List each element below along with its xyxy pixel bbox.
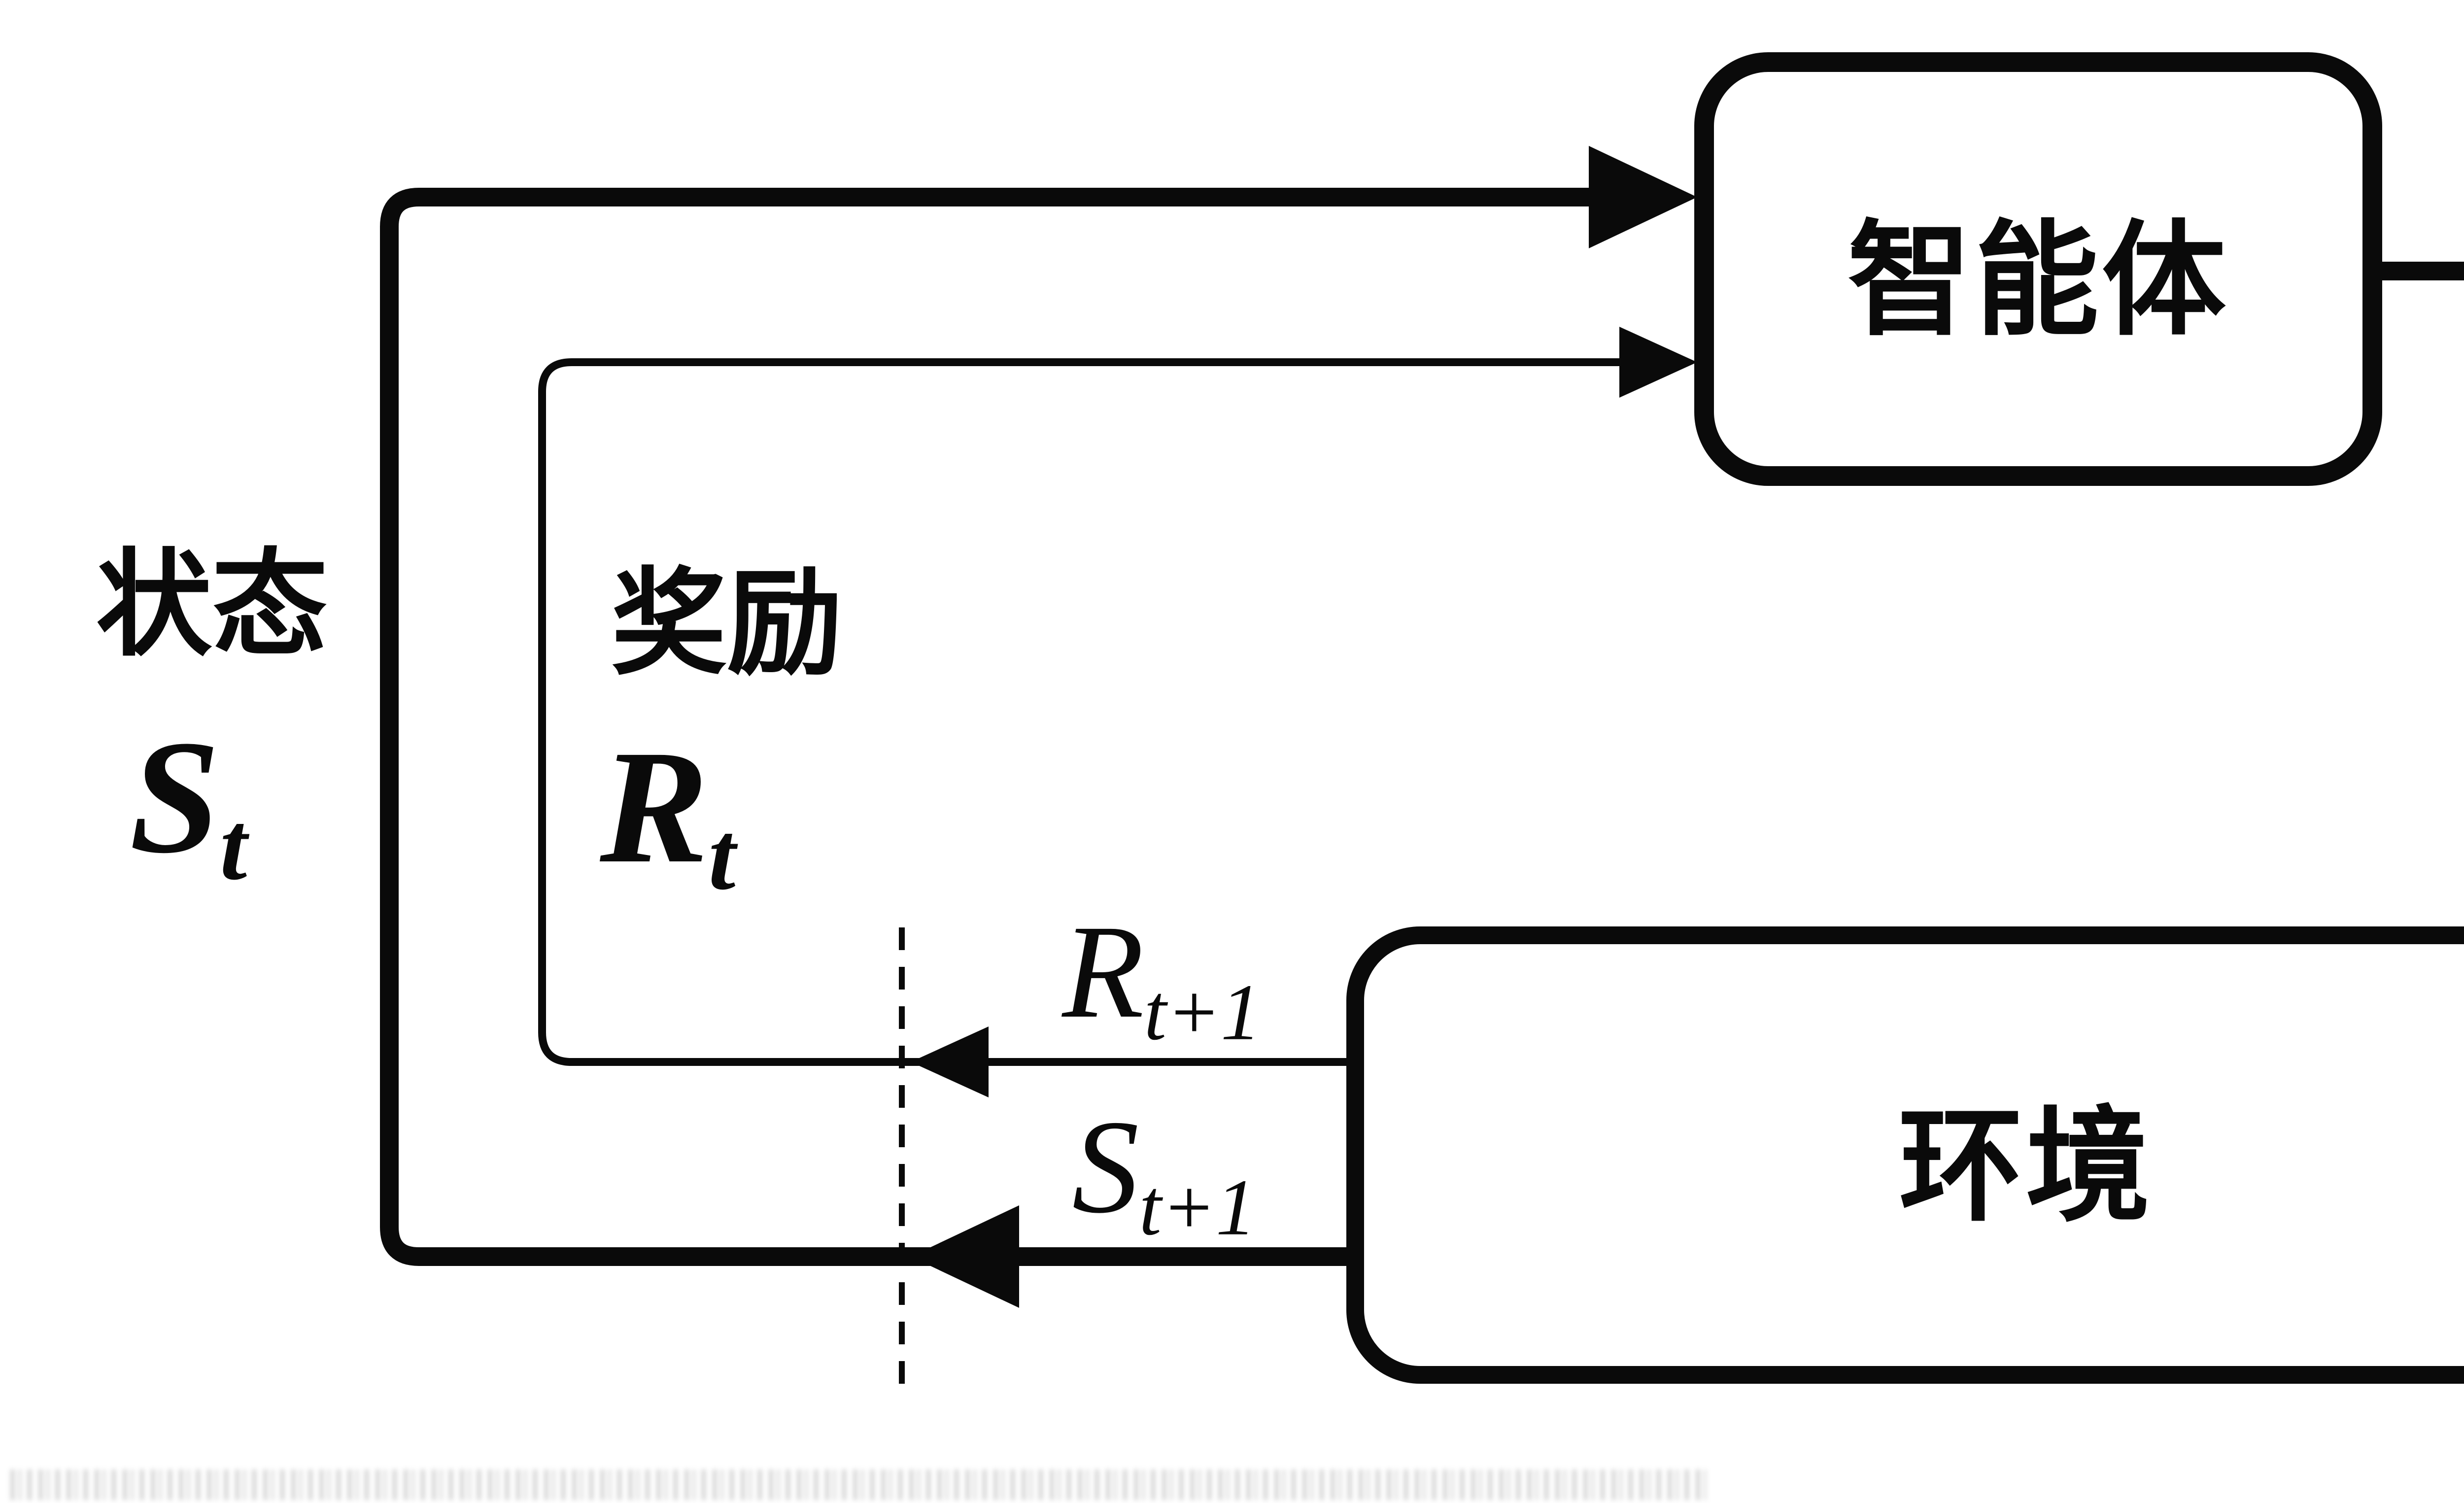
state-arrowhead-into-agent <box>1589 146 1697 248</box>
reward-arrowhead-into-agent <box>1619 327 1697 398</box>
next-state-arrowhead-at-boundary <box>911 1205 1019 1308</box>
reward-symbol-label: Rt <box>600 726 735 905</box>
agent-box-label: 智能体 <box>1847 212 2229 350</box>
state-symbol-label: St <box>130 716 247 895</box>
next-reward-subscript: t+1 <box>1144 968 1261 1057</box>
state-cn-label: 状态 <box>96 542 328 670</box>
next-reward-label: Rt+1 <box>1062 905 1261 1053</box>
environment-box: 环境 <box>1346 926 2464 1384</box>
next-state-label: St+1 <box>1072 1100 1256 1248</box>
reward-loop-wire <box>538 358 1626 1066</box>
agent-box: 智能体 <box>1694 52 2382 486</box>
clipped-caption-fragment <box>11 1469 1706 1500</box>
next-reward-symbol: R <box>1062 897 1144 1046</box>
environment-box-label: 环境 <box>1898 1098 2153 1236</box>
next-state-subscript: t+1 <box>1139 1163 1256 1252</box>
reward-symbol-subscript: t <box>708 802 736 910</box>
reward-symbol: R <box>600 717 709 897</box>
reward-cn-label: 奖励 <box>611 560 843 689</box>
state-symbol-subscript: t <box>220 792 247 900</box>
next-state-symbol: S <box>1072 1093 1139 1241</box>
state-symbol: S <box>129 707 220 887</box>
state-loop-wire <box>380 188 1602 1266</box>
next-reward-arrowhead-at-boundary <box>911 1026 989 1097</box>
